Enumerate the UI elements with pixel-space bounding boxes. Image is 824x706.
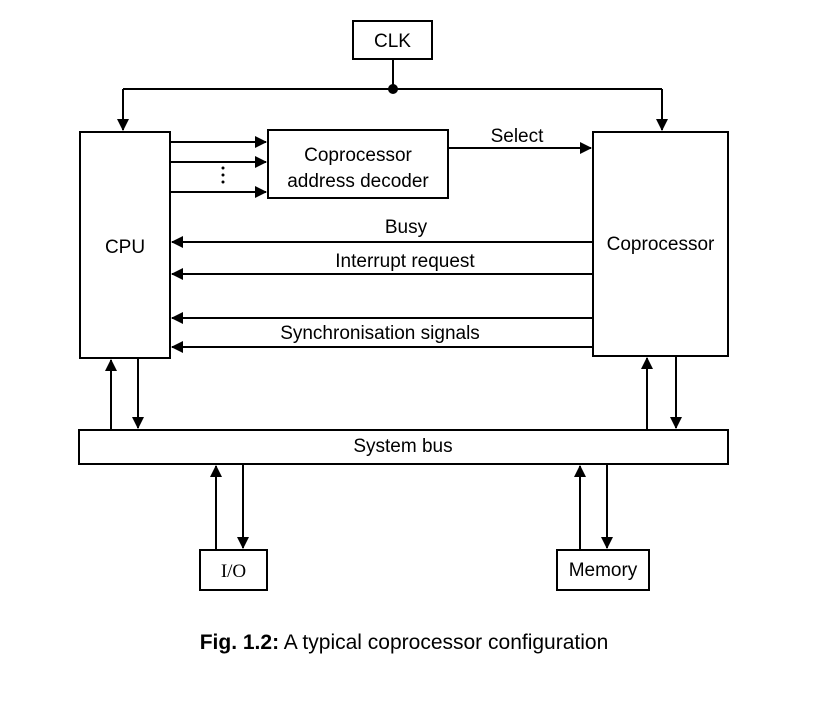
address-decoder-block: Coprocessor address decoder [267,129,449,199]
memory-label: Memory [569,560,638,581]
caption-text: A typical coprocessor configuration [279,631,608,654]
cpu-label: CPU [105,237,145,258]
clk-block: CLK [352,20,433,60]
select-label: Select [491,126,545,147]
system-bus-block: System bus [78,429,729,465]
interrupt-label: Interrupt request [335,251,475,272]
coprocessor-block: Coprocessor [592,131,729,357]
memory-bus-arrows [574,464,613,550]
memory-block: Memory [556,549,650,591]
system-bus-label: System bus [353,436,452,457]
cpu-bus-arrows [105,358,144,430]
busy-label: Busy [385,217,428,238]
decoder-label-line1: Coprocessor [304,145,412,166]
clock-lines [117,59,668,131]
busy-signal: Busy [171,217,593,248]
sync-label: Synchronisation signals [280,323,480,344]
figure-caption: Fig. 1.2: A typical coprocessor configur… [200,631,609,654]
select-signal: Select [448,126,592,154]
address-lines [170,136,267,198]
io-block: I/O [199,549,268,591]
coprocessor-bus-arrows [641,356,682,430]
caption-label: Fig. 1.2: [200,631,279,654]
io-bus-arrows [210,464,249,550]
io-label: I/O [221,561,246,582]
coprocessor-label: Coprocessor [607,234,715,255]
clk-label: CLK [374,31,411,52]
cpu-block: CPU [79,131,171,359]
sync-signals: Synchronisation signals [171,312,593,353]
interrupt-signal: Interrupt request [171,251,593,280]
decoder-label-line2: address decoder [287,171,429,192]
